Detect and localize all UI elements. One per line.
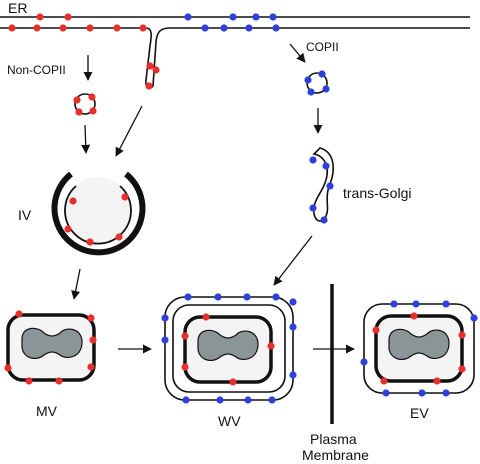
label-iv: IV xyxy=(18,207,32,223)
marker-red xyxy=(64,13,72,21)
iv-structure xyxy=(51,171,146,256)
mv-vesicle xyxy=(4,310,97,385)
label-er: ER xyxy=(8,0,27,16)
arrow-golgi-to-wv xyxy=(273,235,313,286)
marker-blue xyxy=(184,13,192,21)
label-mv: MV xyxy=(36,403,58,419)
label-membrane: Membrane xyxy=(302,447,369,463)
marker-blue xyxy=(252,13,260,21)
copii-vesicle xyxy=(304,70,330,96)
label-wv: WV xyxy=(218,413,241,429)
marker-red xyxy=(146,62,154,70)
marker-red xyxy=(139,24,147,32)
marker-blue xyxy=(272,24,280,32)
marker-red xyxy=(59,24,67,32)
arrow-er-bud-to-iv xyxy=(115,105,143,157)
marker-blue xyxy=(201,24,209,32)
marker-red xyxy=(152,66,160,74)
marker-red xyxy=(8,24,16,32)
trans-golgi-tubule xyxy=(309,147,334,224)
arrow-er-to-copii xyxy=(289,43,306,63)
er-membrane xyxy=(0,16,470,89)
arrows xyxy=(71,43,355,354)
arrow-noncopii-to-iv xyxy=(81,124,91,154)
er-markers xyxy=(8,13,280,90)
marker-blue xyxy=(220,24,228,32)
arrow-iv-to-mv xyxy=(71,268,81,300)
marker-blue xyxy=(229,13,237,21)
label-ev: EV xyxy=(410,405,429,421)
ev-vesicle xyxy=(360,300,478,397)
label-copii: COPII xyxy=(306,40,339,54)
non-copii-vesicle xyxy=(73,93,97,116)
wv-vesicle xyxy=(161,293,297,404)
marker-red xyxy=(113,24,121,32)
marker-red xyxy=(86,24,94,32)
marker-blue xyxy=(245,24,253,32)
marker-red xyxy=(36,13,44,21)
label-trans-golgi: trans-Golgi xyxy=(343,185,411,201)
label-plasma: Plasma xyxy=(310,431,357,447)
marker-red xyxy=(145,82,153,90)
marker-red xyxy=(33,24,41,32)
marker-blue xyxy=(269,13,277,21)
label-non-copii: Non-COPII xyxy=(7,63,66,77)
